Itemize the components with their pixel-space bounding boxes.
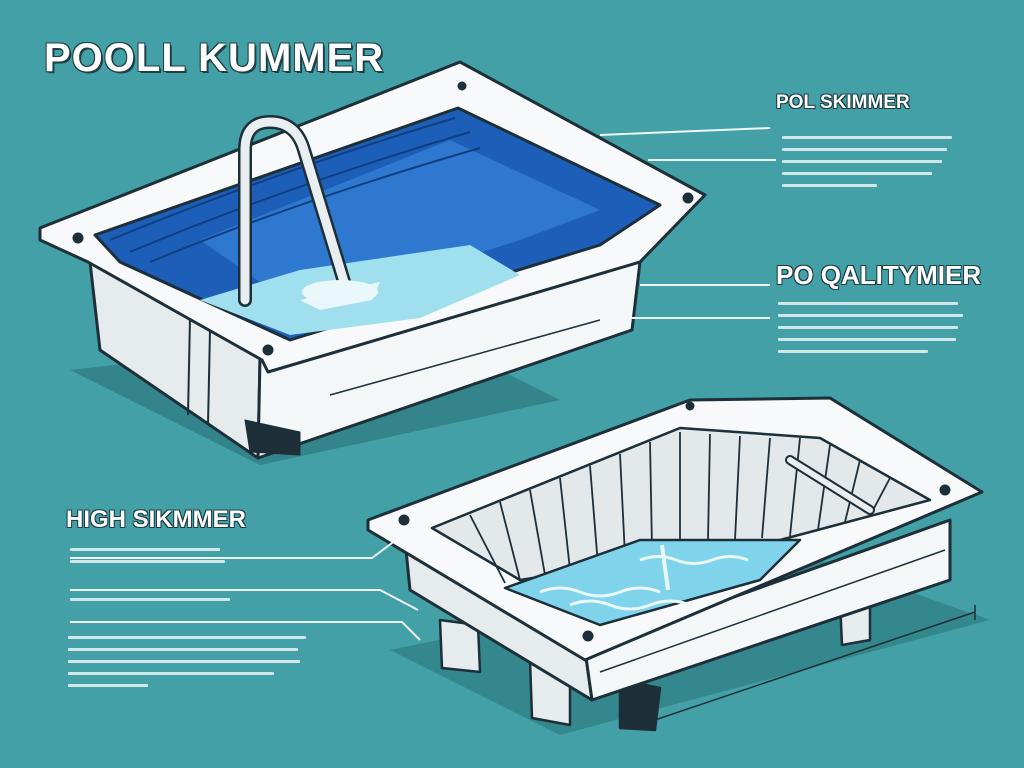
description-placeholder-lines bbox=[70, 598, 230, 610]
bottom-skimmer-front-wall bbox=[583, 518, 952, 702]
description-placeholder-lines bbox=[778, 302, 963, 362]
leader-lines bbox=[70, 127, 776, 641]
bottom-skimmer bbox=[366, 396, 984, 732]
label-po-qalitymier: PO QALITYMIER bbox=[776, 260, 982, 290]
label-pol-skimmer: POL SKIMMER bbox=[776, 92, 910, 113]
description-placeholder-lines bbox=[782, 136, 952, 196]
description-placeholder-lines bbox=[70, 548, 230, 572]
page-title: POOLL KUMMER bbox=[44, 36, 385, 80]
description-placeholder-lines bbox=[68, 636, 308, 696]
top-skimmer bbox=[38, 60, 707, 460]
label-high-sikmmer: HIGH SIKMMER bbox=[66, 506, 246, 533]
